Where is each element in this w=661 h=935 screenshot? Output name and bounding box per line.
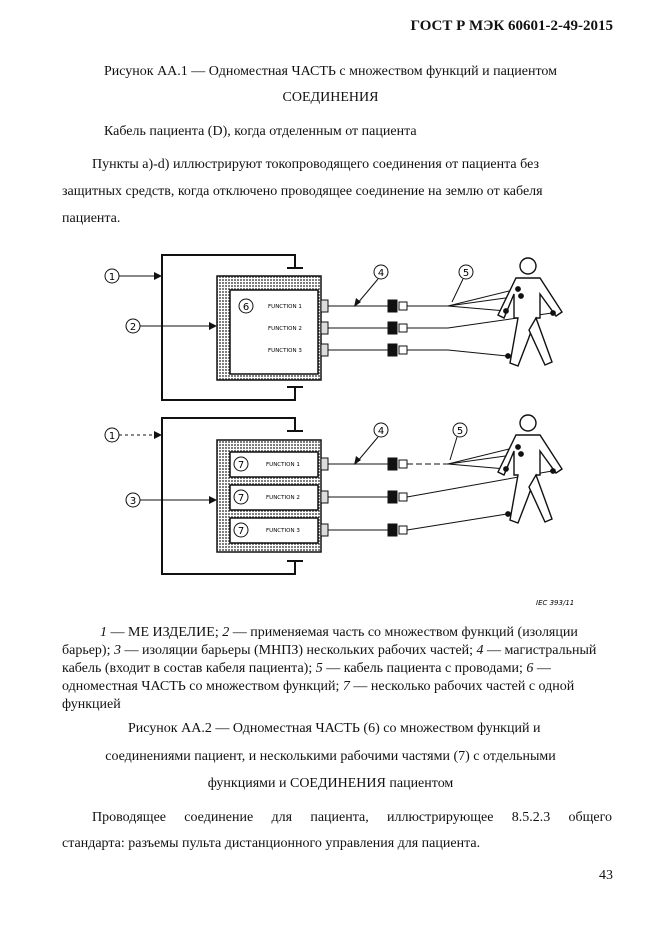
figure-aa2-title-line3: функциями и СОЕДИНЕНИЯ пациентом <box>207 776 454 791</box>
callout-4-top: 4 <box>354 264 389 307</box>
callout-5-bottom: 5 <box>449 422 468 461</box>
callout-1-bottom: 1 <box>104 427 162 443</box>
top-applied-part-box <box>216 275 322 381</box>
top-function-2-label: FUNCTION 2 <box>268 326 302 332</box>
callout-3: 3 <box>125 492 217 508</box>
callout-5-top: 5 <box>451 264 474 303</box>
callout-7-c: 7 <box>233 522 249 538</box>
iec-reference: IEC 393/11 <box>536 599 574 607</box>
figure-aa2-title-line2: соединениями пациент, и несколькими рабо… <box>105 749 556 764</box>
svg-text:7: 7 <box>238 493 244 504</box>
standard-header: ГОСТ Р МЭК 60601-2-49-2015 <box>410 18 613 34</box>
figure-legend: 1 — МЕ ИЗДЕЛИЕ; 2 — применяемая часть со… <box>62 625 597 712</box>
closing-line2: стандарта: разъемы пульта дистанционного… <box>62 836 481 851</box>
bottom-cables <box>320 446 553 537</box>
svg-text:1: 1 <box>109 272 115 283</box>
figure-aa1-title-line1: Рисунок АА.1 — Одноместная ЧАСТЬ с множе… <box>103 64 558 79</box>
callout-6: 6 <box>238 298 254 314</box>
patient-connection-diagram: 1 2 6 FUNCTION 1 FUNCTION 2 FUNCTION 3 <box>104 254 574 607</box>
intro-line1: Пункты а)-d) иллюстрируют токопроводящег… <box>92 157 539 172</box>
figure-aa2-title-line1: Рисунок АА.2 — Одноместная ЧАСТЬ (6) со … <box>128 721 541 736</box>
svg-text:7: 7 <box>238 526 244 537</box>
svg-text:6: 6 <box>243 302 249 313</box>
closing-line1: Проводящее соединение для пациента, иллю… <box>92 810 612 825</box>
bottom-function-3-label: FUNCTION 3 <box>266 528 300 534</box>
patient-figure-bottom <box>497 414 563 524</box>
figure-aa1-title-line2: СОЕДИНЕНИЯ <box>282 90 379 105</box>
intro-line2: защитных средств, когда отключено провод… <box>62 184 543 199</box>
callout-4-bottom: 4 <box>354 422 389 465</box>
svg-text:4: 4 <box>378 268 384 279</box>
top-function-3-label: FUNCTION 3 <box>268 348 302 354</box>
svg-text:5: 5 <box>457 426 463 437</box>
callout-1-top: 1 <box>104 268 162 284</box>
bottom-function-2-label: FUNCTION 2 <box>266 495 300 501</box>
intro-line3: пациента. <box>62 211 121 226</box>
svg-text:2: 2 <box>130 322 136 333</box>
svg-text:5: 5 <box>463 268 469 279</box>
page-number: 43 <box>599 868 613 883</box>
callout-2: 2 <box>125 318 217 334</box>
svg-text:3: 3 <box>130 496 136 507</box>
callout-7-a: 7 <box>233 456 249 472</box>
svg-text:7: 7 <box>238 460 244 471</box>
section-d-heading: Кабель пациента (D), когда отделенным от… <box>104 124 417 139</box>
callout-7-b: 7 <box>233 489 249 505</box>
top-cables <box>320 288 553 357</box>
top-function-1-label: FUNCTION 1 <box>268 304 302 310</box>
bottom-function-1-label: FUNCTION 1 <box>266 462 300 468</box>
patient-figure-top <box>497 257 563 367</box>
bottom-me-equipment <box>161 417 303 575</box>
svg-text:1: 1 <box>109 431 115 442</box>
svg-text:4: 4 <box>378 426 384 437</box>
top-me-equipment <box>161 254 303 401</box>
